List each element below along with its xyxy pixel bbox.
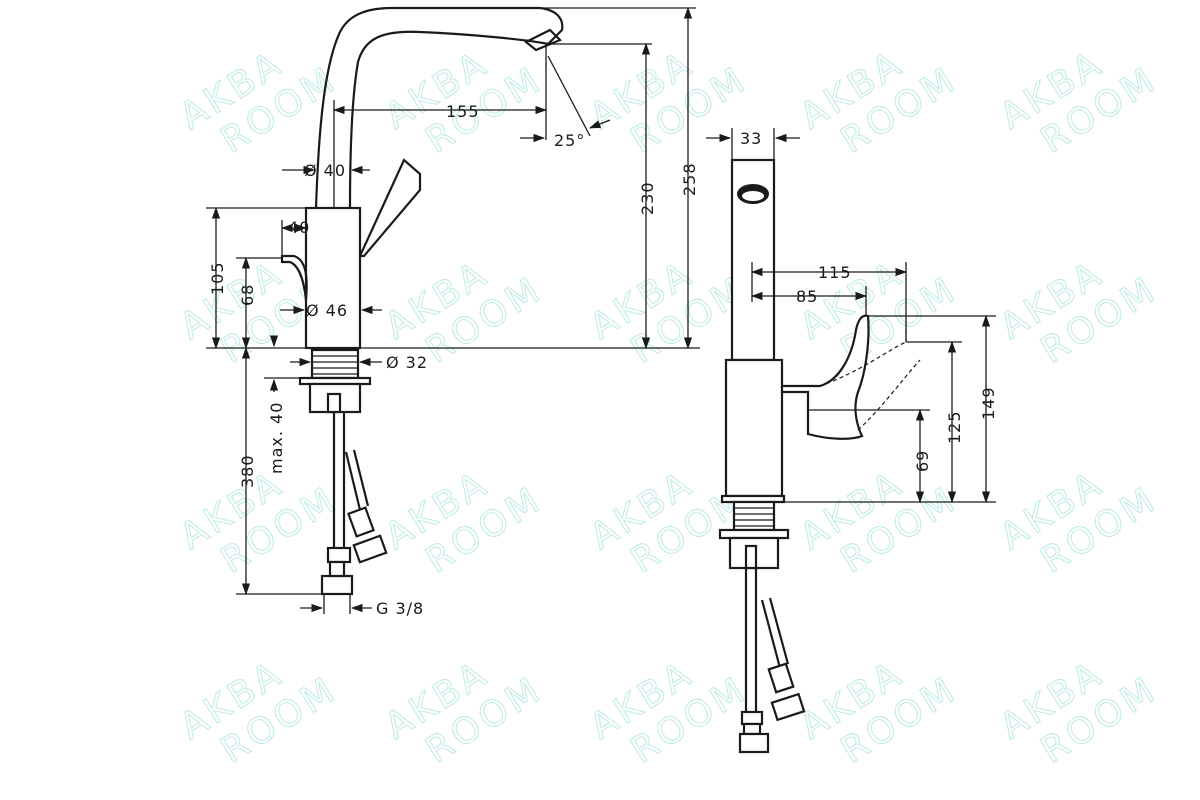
watermark: AKBA ROOM [792, 652, 965, 772]
dim-total-height: 258 [680, 162, 699, 196]
lever-handle [780, 314, 870, 440]
lever-handle [358, 158, 422, 258]
body [724, 358, 784, 498]
hose-nut [352, 534, 388, 564]
watermark: AKBA ROOM [792, 462, 965, 582]
hose-bent [760, 597, 790, 669]
hose-nut [770, 692, 806, 722]
side-view: 155 25° 230 258 Ø 40 40 Ø 46 105 68 Ø 32 [206, 6, 700, 618]
dim-angle-arrow [588, 119, 611, 129]
dim-lever-reach-outer: 115 [818, 263, 852, 282]
dim-spout-angle: 25° [554, 131, 585, 150]
hose-fitting [767, 662, 795, 694]
dim-outlet-height: 230 [638, 181, 657, 215]
hose-nut [320, 574, 354, 596]
hose-fitting [328, 560, 346, 578]
dim-lever-height-mid: 125 [945, 410, 964, 444]
watermark: AKBA ROOM [992, 42, 1165, 162]
watermark: AKBA ROOM [792, 252, 965, 372]
lever-hook [280, 254, 308, 301]
hose-nut [738, 732, 770, 754]
watermark: AKBA ROOM [172, 462, 345, 582]
watermark: AKBA ROOM [992, 652, 1165, 772]
shank [732, 500, 776, 532]
watermark: AKBA ROOM [992, 252, 1165, 372]
dim-lever-reach-inner: 85 [796, 287, 818, 306]
dim-shank-diameter: Ø 32 [386, 353, 428, 372]
shank [310, 348, 360, 380]
aerator-outlet-inner [742, 191, 764, 201]
watermark: AKBA ROOM [377, 652, 550, 772]
dim-lever-height: 68 [238, 284, 257, 306]
fixing-pin [744, 544, 758, 570]
dim-max-thickness: max. 40 [267, 402, 286, 474]
washer [718, 528, 790, 540]
dim-spout-reach: 155 [446, 102, 480, 121]
dim-body-height: 105 [208, 261, 227, 295]
watermark: AKBA ROOM [992, 462, 1165, 582]
watermark: AKBA ROOM [377, 42, 550, 162]
dim-hose-length: 380 [238, 454, 257, 488]
watermark: AKBA ROOM [792, 42, 965, 162]
body [304, 206, 362, 350]
dim-connection: G 3/8 [376, 599, 424, 618]
dim-spout-diameter: Ø 40 [304, 161, 346, 180]
dim-lever-height-low: 69 [913, 450, 932, 472]
hose-bent [344, 449, 370, 511]
watermark: AKBA ROOM [377, 462, 550, 582]
angle-line [547, 55, 591, 137]
hose-fitting [347, 506, 375, 538]
hose-fitting [742, 722, 762, 736]
watermark: AKBA ROOM [582, 42, 755, 162]
lever-alt-position [819, 320, 921, 431]
hose-fitting [326, 546, 352, 564]
hose-fitting [740, 710, 764, 726]
front-view: 33 115 85 69 125 149 [706, 128, 998, 754]
dim-lever-height-high: 149 [979, 386, 998, 420]
dim-body-diameter: Ø 46 [306, 301, 348, 320]
dim-spout-width: 33 [740, 129, 762, 148]
dim-lever-offset: 40 [288, 218, 310, 237]
fixing-pin [326, 392, 342, 414]
aerator [523, 28, 562, 52]
watermark: AKBA ROOM [582, 652, 755, 772]
watermark: AKBA ROOM [172, 652, 345, 772]
